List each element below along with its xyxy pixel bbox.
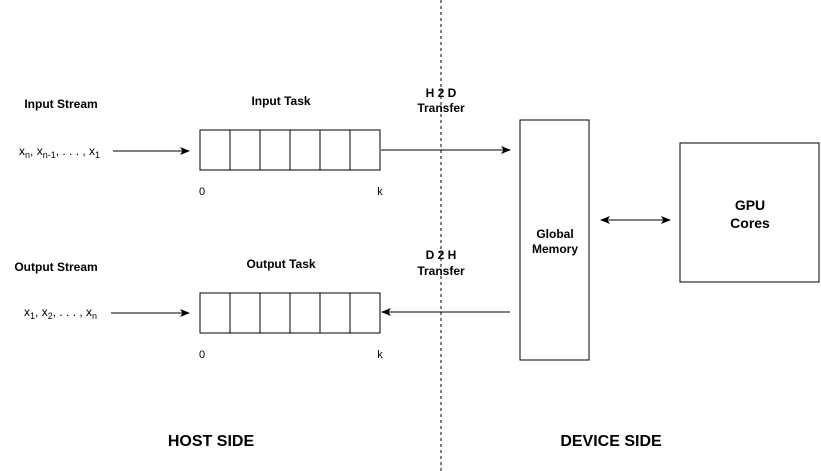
- output-task-label: Output Task: [246, 257, 315, 271]
- input-task-buffer: [199, 129, 381, 171]
- gpu-cores-label-line1: GPU: [735, 197, 765, 213]
- global-memory-label-line1: Global: [536, 227, 573, 241]
- d2h-transfer-label-line2: Transfer: [417, 264, 465, 278]
- input-task-label: Input Task: [251, 94, 310, 108]
- input-stream-label: Input Stream: [24, 97, 97, 111]
- output-buffer-end-tick: k: [377, 349, 383, 361]
- output-sequence: x1, x2, . . . , xn: [24, 305, 97, 321]
- input-buffer-start-tick: 0: [199, 186, 205, 198]
- gpu-cores-label-line2: Cores: [730, 215, 770, 231]
- h2d-transfer-label-line1: H 2 D: [426, 86, 457, 100]
- h2d-transfer-label-line2: Transfer: [417, 101, 465, 115]
- host-side-label: HOST SIDE: [168, 433, 255, 450]
- input-buffer-end-tick: k: [377, 186, 383, 198]
- gpu-cores-box: [679, 142, 820, 283]
- d2h-transfer-label-line1: D 2 H: [426, 248, 457, 262]
- global-memory-box: [519, 119, 590, 361]
- global-memory-label-line2: Memory: [532, 242, 578, 256]
- input-sequence: xn, xn-1, . . . , x1: [19, 144, 100, 160]
- output-stream-label: Output Stream: [14, 260, 97, 274]
- output-task-buffer: [199, 292, 381, 334]
- device-side-label: DEVICE SIDE: [560, 433, 662, 450]
- output-buffer-start-tick: 0: [199, 349, 205, 361]
